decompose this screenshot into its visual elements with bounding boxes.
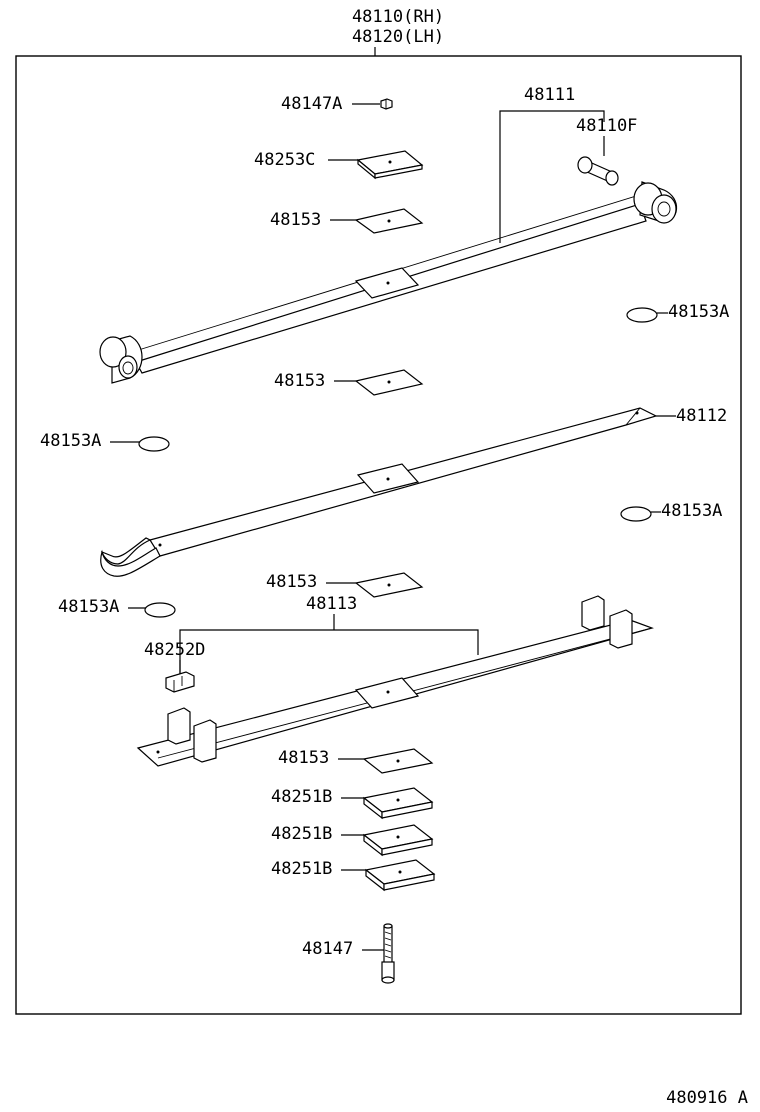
disc-48153A-4 [144,602,176,618]
label-48251B-3: 48251B [271,859,332,879]
assembly-rh-label: 48110(RH) [352,7,444,27]
assembly-lh-label: 48120(LH) [352,27,444,47]
leaf-spring-second [100,407,658,577]
label-48153A-1: 48153A [668,302,729,322]
bushing-48110F [577,156,619,186]
pad-48153-3 [354,572,424,598]
label-48113: 48113 [306,594,357,614]
disc-48153A-1 [626,307,658,323]
label-48147A: 48147A [281,94,342,114]
clip-48252D [165,671,195,693]
label-48112: 48112 [676,406,727,426]
pad-48153-1 [354,208,424,234]
plate-48253C [356,150,424,180]
diagram-code: 480916 A [666,1088,748,1108]
spacer-48251B-3 [364,859,436,892]
label-48153A-3: 48153A [661,501,722,521]
label-48153-4: 48153 [278,748,329,768]
label-48252D: 48252D [144,640,205,660]
label-48147: 48147 [302,939,353,959]
label-48153-2: 48153 [274,371,325,391]
leaf-spring-third [136,595,654,767]
nut-48147A [380,98,393,110]
leader-48113 [179,629,479,678]
label-48153A-2: 48153A [40,431,101,451]
label-48110F: 48110F [576,116,637,136]
label-48153A-4: 48153A [58,597,119,617]
disc-48153A-3 [620,506,652,522]
spacer-48251B-2 [362,824,434,857]
pad-48153-4 [362,748,434,774]
label-48251B-2: 48251B [271,824,332,844]
pad-48153-2 [354,369,424,396]
label-48111: 48111 [524,85,575,105]
label-48253C: 48253C [254,150,315,170]
assembly-frame [15,55,742,1015]
disc-48153A-2 [138,436,170,452]
center-bolt-48147 [381,923,395,984]
spacer-48251B-1 [362,787,434,820]
leader-48111 [499,110,605,243]
label-48153-3: 48153 [266,572,317,592]
label-48153-1: 48153 [270,210,321,230]
label-48251B-1: 48251B [271,787,332,807]
leaf-spring-main [99,181,678,384]
